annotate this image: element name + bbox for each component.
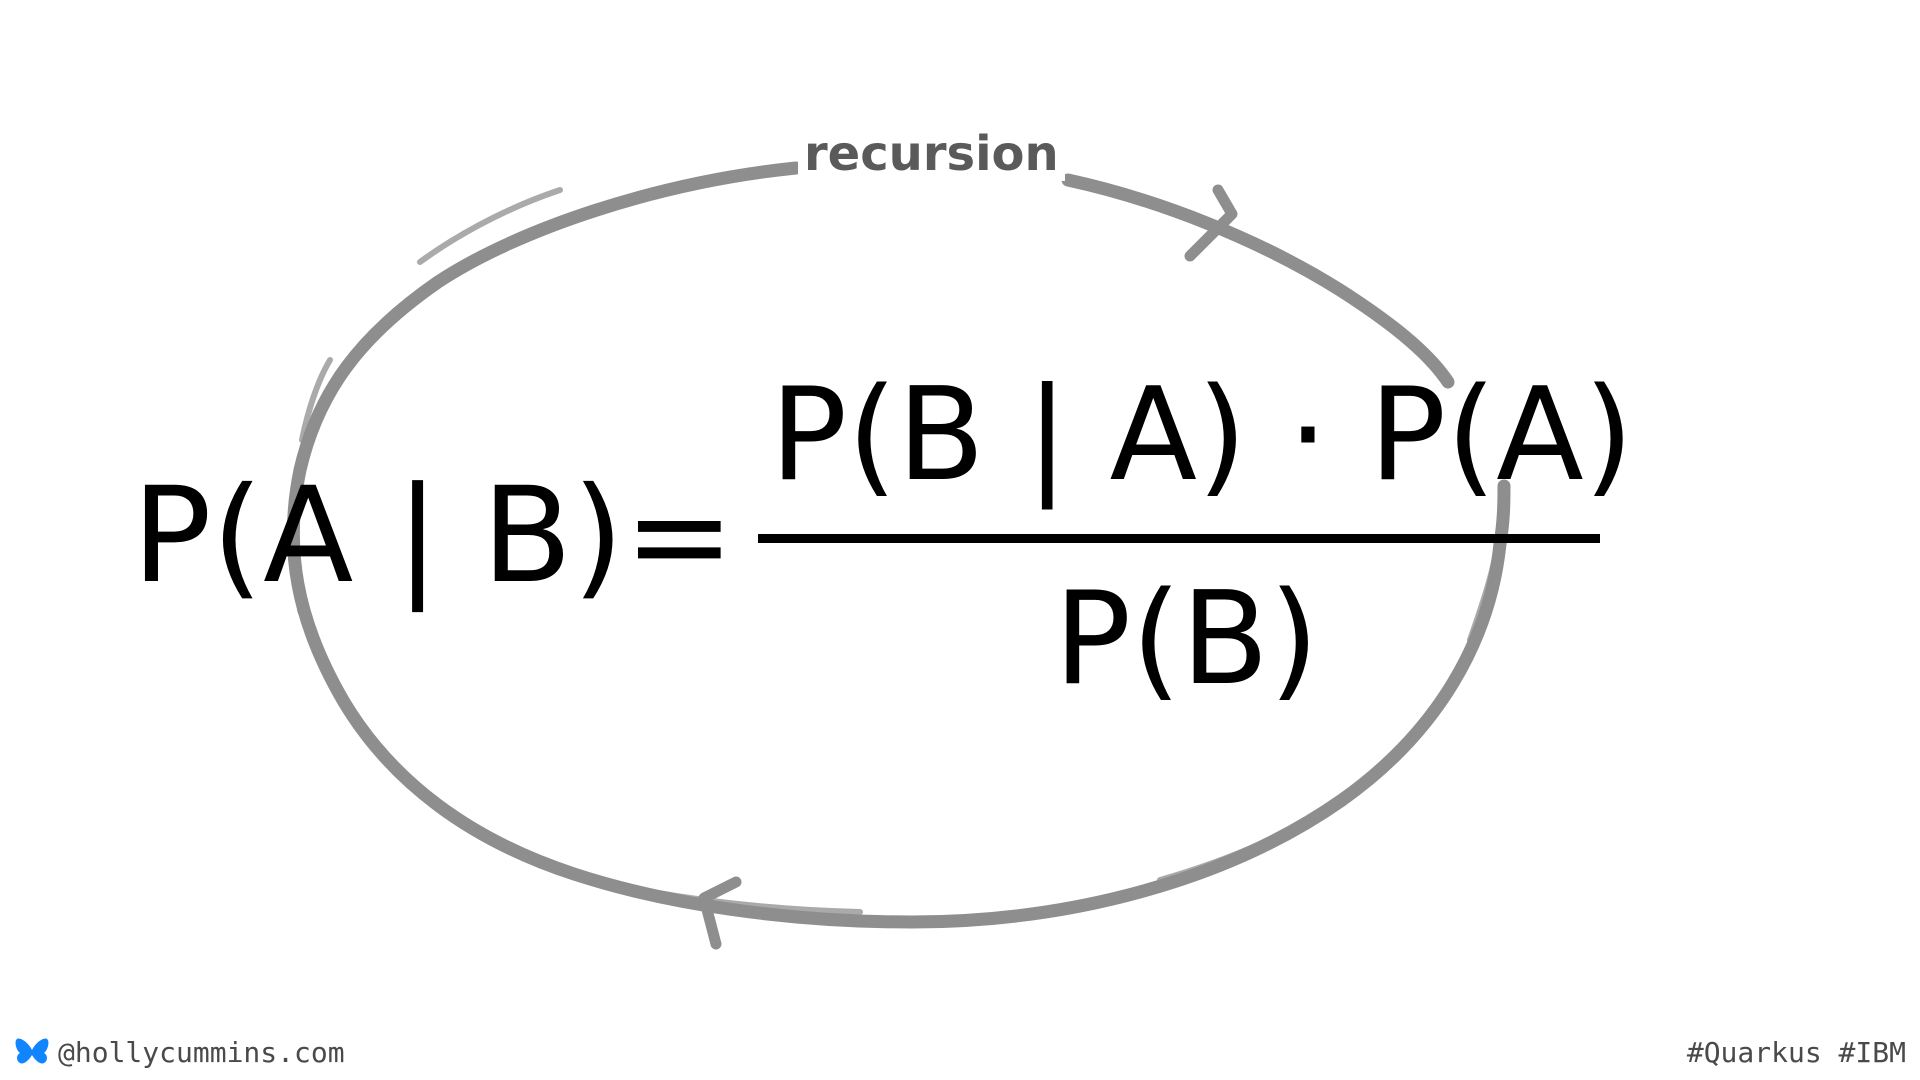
footer-tags: #Quarkus #IBM xyxy=(1686,1036,1906,1069)
butterfly-icon xyxy=(15,1038,49,1064)
arrowhead-top-right xyxy=(1184,184,1238,262)
author-handle: @hollycummins.com xyxy=(58,1035,345,1069)
cycle-loop-left xyxy=(286,161,1511,929)
cycle-loop-right xyxy=(1061,173,1455,389)
fraction-numerator: P(B | A) · P(A) xyxy=(770,361,1634,510)
cycle-loop-texture xyxy=(297,187,1501,915)
equals-sign: = xyxy=(624,459,735,613)
fraction-denominator: P(B) xyxy=(1054,565,1319,714)
arrowhead-bottom-left xyxy=(698,876,742,950)
equation-lhs: P(A | B) xyxy=(132,459,624,613)
fraction-bar xyxy=(758,534,1600,543)
recursion-label: recursion xyxy=(798,128,1065,181)
footer-handle-group: @hollycummins.com xyxy=(14,1032,345,1072)
